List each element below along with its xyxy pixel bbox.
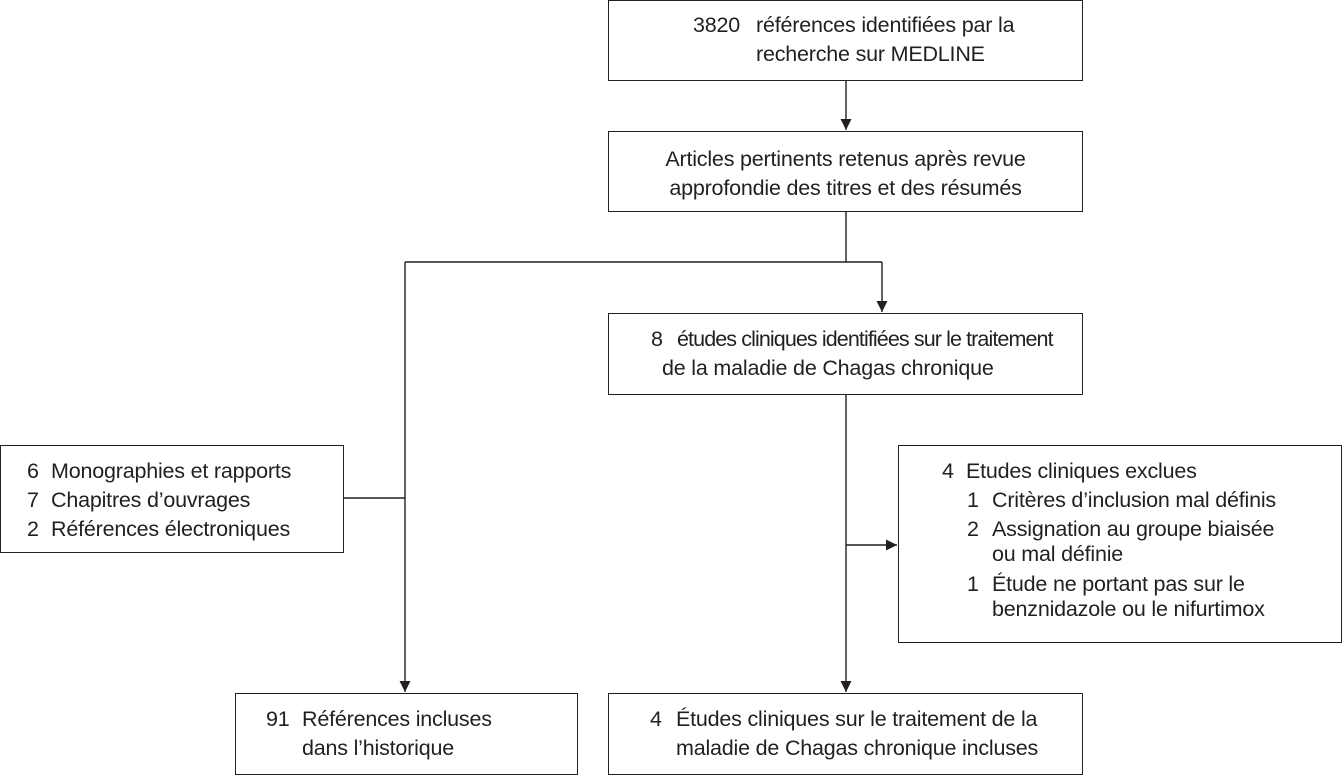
other-ref-count: 2 bbox=[27, 517, 39, 541]
included-line1: Études cliniques sur le traitement de la bbox=[676, 707, 1038, 731]
box-identified-studies: 8 études cliniques identifiées sur le tr… bbox=[608, 313, 1083, 395]
history-count: 91 bbox=[266, 707, 290, 731]
reason-count: 1 bbox=[967, 488, 979, 512]
other-ref-item: 7 Chapitres d’ouvrages bbox=[1, 486, 343, 515]
box-included-studies: 4 Études cliniques sur le traitement de … bbox=[608, 693, 1083, 775]
reason-line2: ou mal définie bbox=[992, 542, 1124, 566]
included-line2: maladie de Chagas chronique incluses bbox=[676, 736, 1039, 760]
excluded-title: Etudes cliniques exclues bbox=[966, 459, 1197, 483]
other-ref-label: Chapitres d’ouvrages bbox=[51, 488, 251, 512]
reason-count: 2 bbox=[967, 517, 979, 541]
box-medline-references: 3820 références identifiées par la reche… bbox=[608, 0, 1083, 81]
box-excluded-studies: 4 Etudes cliniques exclues 1 Critères d’… bbox=[898, 445, 1342, 643]
other-ref-item: 6 Monographies et rapports bbox=[1, 457, 343, 486]
exclusion-reason: 2 Assignation au groupe biaisée ou mal d… bbox=[899, 517, 1341, 567]
other-ref-count: 6 bbox=[27, 459, 39, 483]
other-ref-label: Monographies et rapports bbox=[51, 459, 292, 483]
reason-line2: benznidazole ou le nifurtimox bbox=[992, 597, 1265, 621]
studies-line1: études cliniques identifiées sur le trai… bbox=[677, 327, 1054, 351]
exclusion-reason: 1 Étude ne portant pas sur le benznidazo… bbox=[899, 572, 1341, 622]
reason-line1: Critères d’inclusion mal définis bbox=[992, 488, 1276, 512]
medline-line1: références identifiées par la bbox=[756, 13, 1015, 37]
excluded-count: 4 bbox=[942, 459, 954, 483]
box-history-references: 91 Références incluses dans l’historique bbox=[235, 693, 578, 775]
studies-line2: de la maladie de Chagas chronique bbox=[662, 356, 994, 380]
reason-line1: Étude ne portant pas sur le bbox=[992, 572, 1245, 596]
exclusion-reason: 1 Critères d’inclusion mal définis bbox=[899, 486, 1341, 515]
medline-line2: recherche sur MEDLINE bbox=[756, 42, 985, 66]
medline-count: 3820 bbox=[693, 13, 741, 37]
history-line2: dans l’historique bbox=[302, 736, 454, 760]
other-ref-count: 7 bbox=[27, 488, 39, 512]
reason-count: 1 bbox=[967, 572, 979, 596]
history-line1: Références incluses bbox=[302, 707, 492, 731]
box-pertinent-articles: Articles pertinents retenus après revue … bbox=[608, 131, 1083, 212]
box-other-references: 6 Monographies et rapports 7 Chapitres d… bbox=[0, 445, 344, 553]
other-ref-item: 2 Références électroniques bbox=[1, 515, 343, 544]
included-count: 4 bbox=[650, 707, 662, 731]
other-ref-label: Références électroniques bbox=[51, 517, 291, 541]
studies-count: 8 bbox=[651, 327, 663, 351]
pertinent-line1: Articles pertinents retenus après revue bbox=[665, 147, 1026, 171]
reason-line1: Assignation au groupe biaisée bbox=[992, 517, 1275, 541]
pertinent-line2: approfondie des titres et des résumés bbox=[669, 176, 1022, 200]
